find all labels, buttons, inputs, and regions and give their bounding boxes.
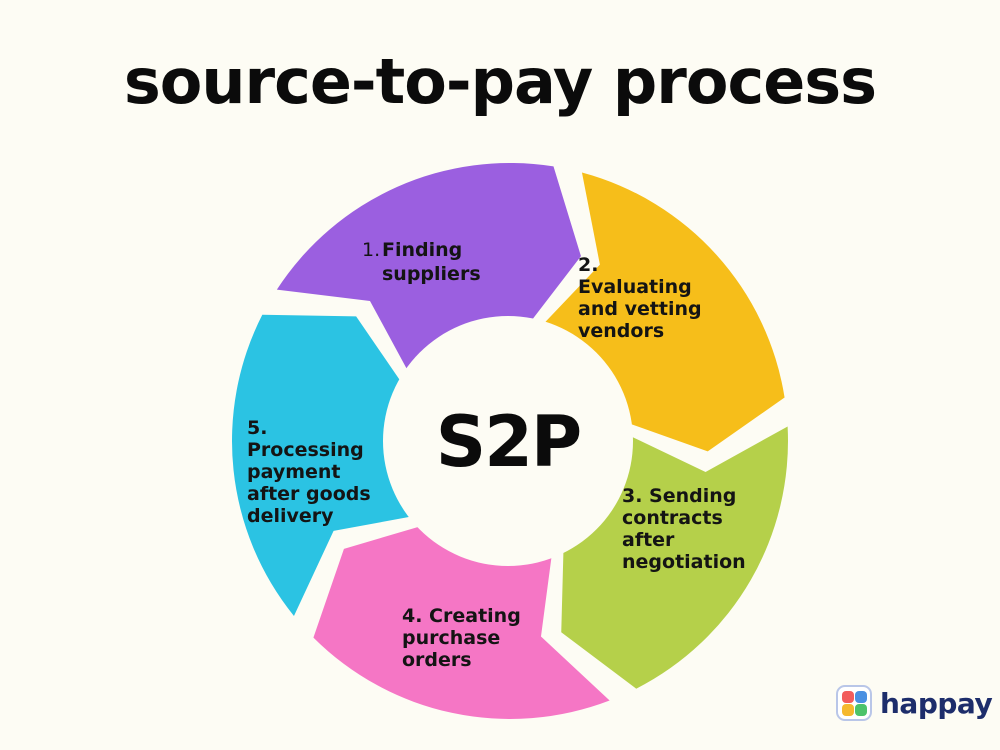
step-4-line-3: orders [402,649,472,671]
step-3-label: 3. Sending contracts after negotiation [622,485,746,573]
step-1-line-1: Finding [382,239,462,261]
step-1-number: 1. [362,239,380,261]
page-title: source-to-pay process [123,45,877,118]
center-label: S2P [436,401,580,483]
step-5-line-3: payment [247,461,341,483]
step-1-segment [276,163,581,377]
step-5-label: 5. Processing payment after goods delive… [247,417,377,527]
logo-square-blue [855,691,867,703]
step-4-segment [313,524,610,719]
step-5-line-4: after goods [247,483,371,505]
happay-logo-icon [836,685,872,721]
step-4-line-2: purchase [402,627,500,649]
logo-square-yellow [842,704,854,716]
step-4-label: 4. Creating purchase orders [402,605,527,671]
step-5-segment [232,314,419,616]
step-5-line-1: 5. [247,417,267,439]
step-2-label: 2. Evaluating and vetting vendors [578,254,708,342]
step-3-line-3: after [622,529,675,551]
step-2-line-1: 2. [578,254,598,276]
step-5-line-2: Processing [247,439,364,461]
step-3-line-4: negotiation [622,551,746,573]
step-4-line-1: 4. Creating [402,605,521,627]
step-1-line-2: suppliers [382,263,481,285]
logo-square-green [855,704,867,716]
step-3-line-1: 3. Sending [622,485,736,507]
logo-square-red [842,691,854,703]
step-3-line-2: contracts [622,507,723,529]
step-2-line-3: and vetting [578,298,702,320]
step-2-segment [540,172,785,452]
step-5-line-5: delivery [247,505,334,527]
step-2-line-4: vendors [578,320,664,342]
happay-logo: happay [836,682,993,724]
step-2-line-2: Evaluating [578,276,692,298]
step-1-label: 1. Finding suppliers [362,239,481,285]
logo-text: happay [880,686,993,720]
center-circle [383,316,633,566]
